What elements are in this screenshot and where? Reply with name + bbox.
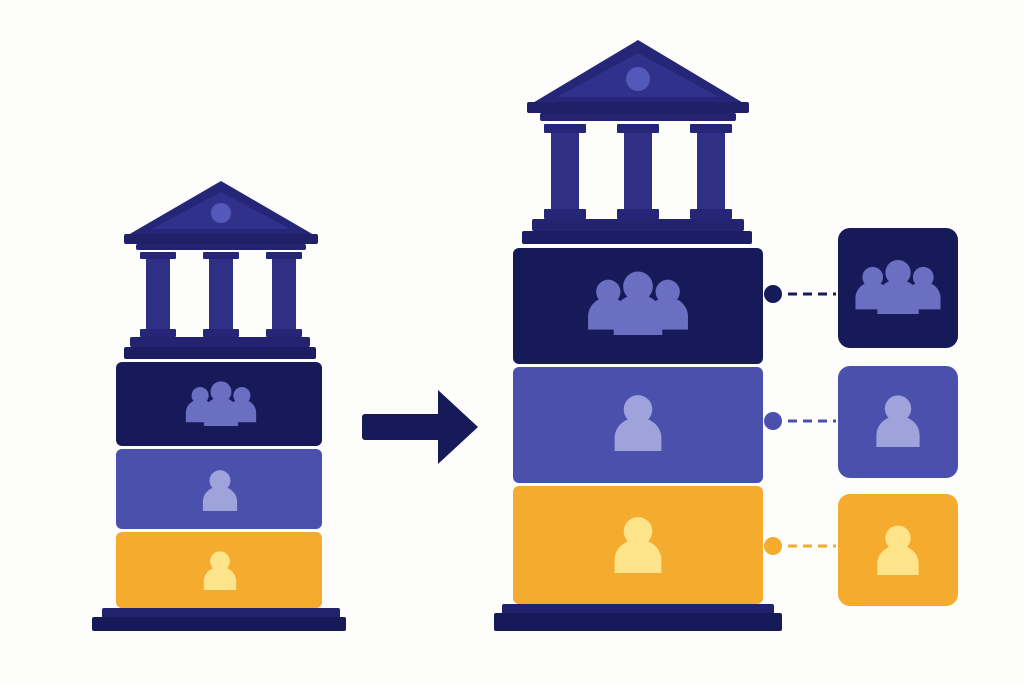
side-card-individual-2 [838, 494, 958, 606]
left-tier-group-icon [185, 381, 257, 426]
left-bank-emblem [211, 203, 231, 223]
right-bank-step-lower [522, 231, 752, 244]
connector-individual-2 [764, 537, 836, 555]
side-card-group-icon [855, 259, 941, 314]
side-card-individual-1 [838, 366, 958, 478]
right-bank-emblem [626, 67, 650, 91]
left-bank-columns [140, 252, 302, 337]
connector-individual-1 [764, 412, 836, 430]
left-bank-step-lower [124, 347, 316, 359]
right-bank-columns [544, 124, 732, 219]
right-plinth-top [502, 604, 774, 614]
right-tier-group-icon [588, 271, 688, 335]
right-tower [494, 40, 782, 631]
left-plinth-bottom [92, 617, 346, 631]
left-plinth-top [102, 608, 340, 618]
left-tower [92, 181, 346, 631]
side-card-group [838, 228, 958, 348]
right-plinth-bottom [494, 613, 782, 631]
left-bank-step-upper [130, 337, 310, 347]
right-bank-step-upper [532, 219, 744, 231]
connector-group [764, 285, 836, 303]
arrow-right-icon [362, 390, 478, 464]
